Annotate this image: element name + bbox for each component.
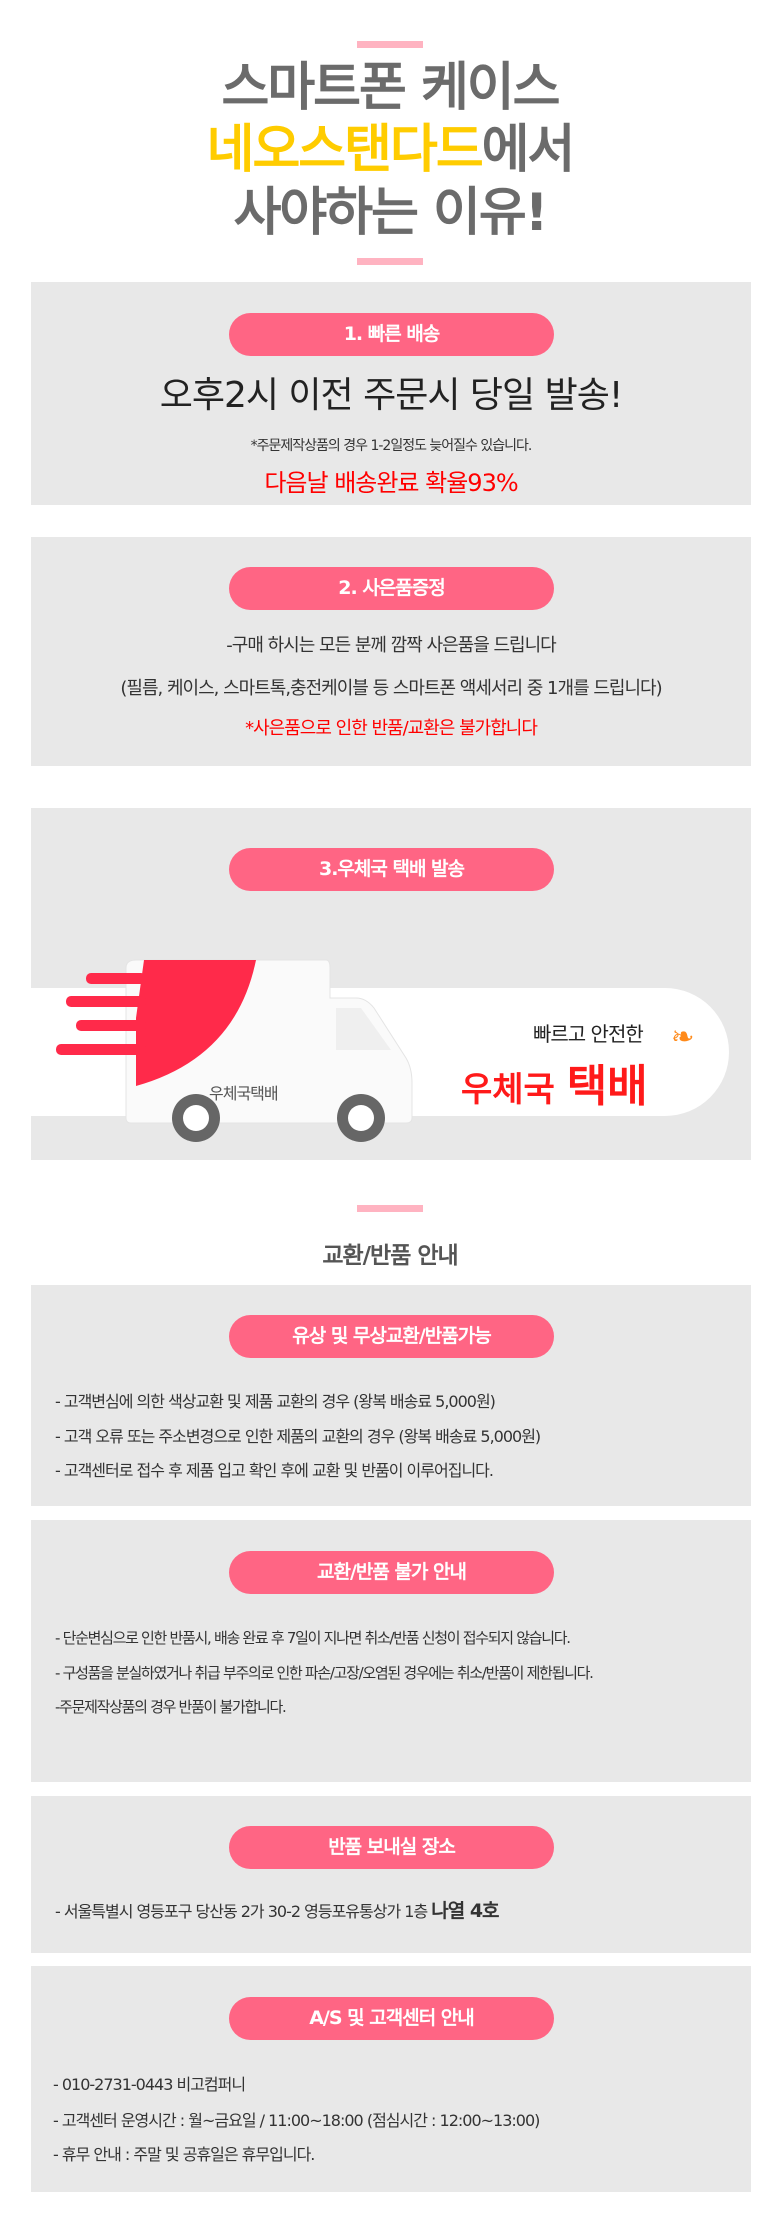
section-return-address: 반품 보내실 장소 - 서울특별시 영등포구 당산동 2가 30-2 영등포유통…: [31, 1796, 751, 1953]
section-customer-center: A/S 및 고객센터 안내 - 010-2731-0443 비고컴퍼니 - 고객…: [31, 1966, 751, 2192]
gift-line2: (필름, 케이스, 스마트톡,충전케이블 등 스마트폰 액세서리 중 1개를 드…: [120, 678, 662, 699]
policy-line: - 고객변심에 의한 색상교환 및 제품 교환의 경우 (왕복 배송료 5,00…: [55, 1392, 496, 1411]
policy-line: - 고객센터로 접수 후 제품 입고 확인 후에 교환 및 반품이 이루어집니다…: [55, 1461, 494, 1480]
gift-warning: *사은품으로 인한 반품/교환은 불가합니다: [245, 718, 538, 739]
address-unit: 나열 4호: [431, 1900, 499, 1922]
hero-line2-rest: 에서: [481, 120, 576, 180]
delivery-rate: 다음날 배송완료 확율93%: [264, 469, 518, 497]
business-hours: - 고객센터 운영시간 : 월~금요일 / 11:00~18:00 (점심시간 …: [53, 2111, 540, 2130]
policy-line: - 구성품을 분실하였거나 취급 부주의로 인한 파손/고장/오염된 경우에는 …: [55, 1664, 594, 1682]
section-fast-delivery: 1. 빠른 배송 오후2시 이전 주문시 당일 발송! *주문제작상품의 경우 …: [31, 282, 751, 505]
hero-line1: 스마트폰 케이스: [221, 58, 561, 118]
address-text: - 서울특별시 영등포구 당산동 2가 30-2 영등포유통상가 1층: [55, 1902, 428, 1921]
truck-icon: [56, 959, 413, 1142]
policy-line: - 단순변심으로 인한 반품시, 배송 완료 후 7일이 지나면 취소/반품 신…: [55, 1629, 571, 1647]
brand-parcel: 택배: [566, 1061, 648, 1112]
section-pill: 2. 사은품증정: [229, 567, 554, 610]
section-pill: A/S 및 고객센터 안내: [229, 1997, 554, 2040]
divider-top: [357, 41, 423, 48]
headline: 오후2시 이전 주문시 당일 발송!: [159, 375, 624, 416]
slogan: 빠르고 안전한: [533, 1022, 644, 1046]
section-exchange-not-allowed: 교환/반품 불가 안내 - 단순변심으로 인한 반품시, 배송 완료 후 7일이…: [31, 1520, 751, 1782]
hero-line2: 네오스탠다드에서: [0, 119, 780, 182]
truck-label: 우체국택배: [209, 1084, 279, 1103]
brand-logo: 우체국 택배: [461, 1050, 648, 1114]
section-post-delivery: 3.우체국 택배 발송 우체국택배 빠르고 안전한 우체국 택배 ❧: [31, 808, 751, 1160]
holiday-notice: - 휴무 안내 : 주말 및 공휴일은 휴무입니다.: [53, 2145, 315, 2164]
section-pill: 유상 및 무상교환/반품가능: [229, 1315, 554, 1358]
section-pill: 교환/반품 불가 안내: [229, 1551, 554, 1594]
brand-post: 우체국: [461, 1070, 555, 1110]
section-exchange-allowed: 유상 및 무상교환/반품가능 - 고객변심에 의한 색상교환 및 제품 교환의 …: [31, 1285, 751, 1506]
contact-phone: - 010-2731-0443 비고컴퍼니: [53, 2075, 246, 2094]
section-pill: 1. 빠른 배송: [229, 313, 554, 356]
section-pill: 반품 보내실 장소: [229, 1826, 554, 1869]
hero-line3: 사야하는 이유!: [233, 183, 549, 243]
policy-line: - 고객 오류 또는 주소변경으로 인한 제품의 교환의 경우 (왕복 배송료 …: [55, 1427, 541, 1446]
section-gift: 2. 사은품증정 -구매 하시는 모든 분께 깜짝 사은품을 드립니다 (필름,…: [31, 537, 751, 766]
note: *주문제작상품의 경우 1-2일정도 늦어질수 있습니다.: [250, 438, 533, 454]
divider-exchange: [357, 1205, 423, 1212]
exchange-heading: 교환/반품 안내: [322, 1243, 458, 1269]
wing-icon: ❧: [671, 1020, 695, 1053]
section-pill: 3.우체국 택배 발송: [229, 848, 554, 891]
gift-line1: -구매 하시는 모든 분께 깜짝 사은품을 드립니다: [226, 635, 556, 656]
policy-line: -주문제작상품의 경우 반품이 불가합니다.: [55, 1698, 287, 1716]
brand-name: 네오스탠다드: [206, 120, 484, 180]
return-address: - 서울특별시 영등포구 당산동 2가 30-2 영등포유통상가 1층 나열 4…: [55, 1896, 500, 1923]
divider-bottom: [357, 258, 423, 265]
